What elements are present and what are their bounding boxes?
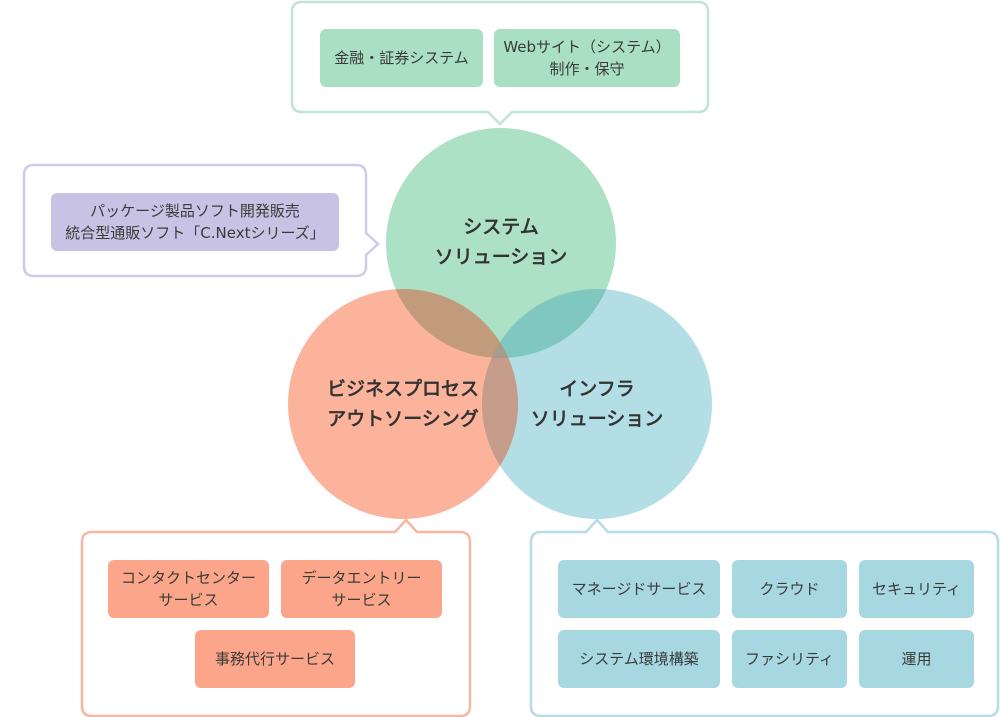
system-solution-label: システム ソリューション — [434, 216, 568, 268]
infra-solution-label: インフラ ソリューション — [530, 378, 664, 430]
bpo-label: ビジネスプロセス アウトソーシング — [326, 378, 479, 430]
office-agency-item: 事務代行サービス — [195, 630, 355, 688]
data-entry-item: データエントリー サービス — [281, 560, 442, 618]
finance-securities-system-item: 金融・証券システム — [320, 29, 483, 87]
security-item: セキュリティ — [859, 560, 974, 618]
cloud-item: クラウド — [732, 560, 847, 618]
system-infra-overlap — [482, 289, 616, 358]
website-production-item: Webサイト（システム） 制作・保守 — [494, 29, 680, 87]
package-software-item: パッケージ製品ソフト開発販売 統合型通販ソフト「C.Nextシリーズ」 — [51, 193, 339, 251]
managed-service-item: マネージドサービス — [558, 560, 720, 618]
system-environment-item: システム環境構築 — [558, 630, 720, 688]
facility-item: ファシリティ — [732, 630, 847, 688]
operation-item: 運用 — [859, 630, 974, 688]
system-bpo-overlap — [386, 289, 518, 358]
contact-center-item: コンタクトセンター サービス — [108, 560, 269, 618]
